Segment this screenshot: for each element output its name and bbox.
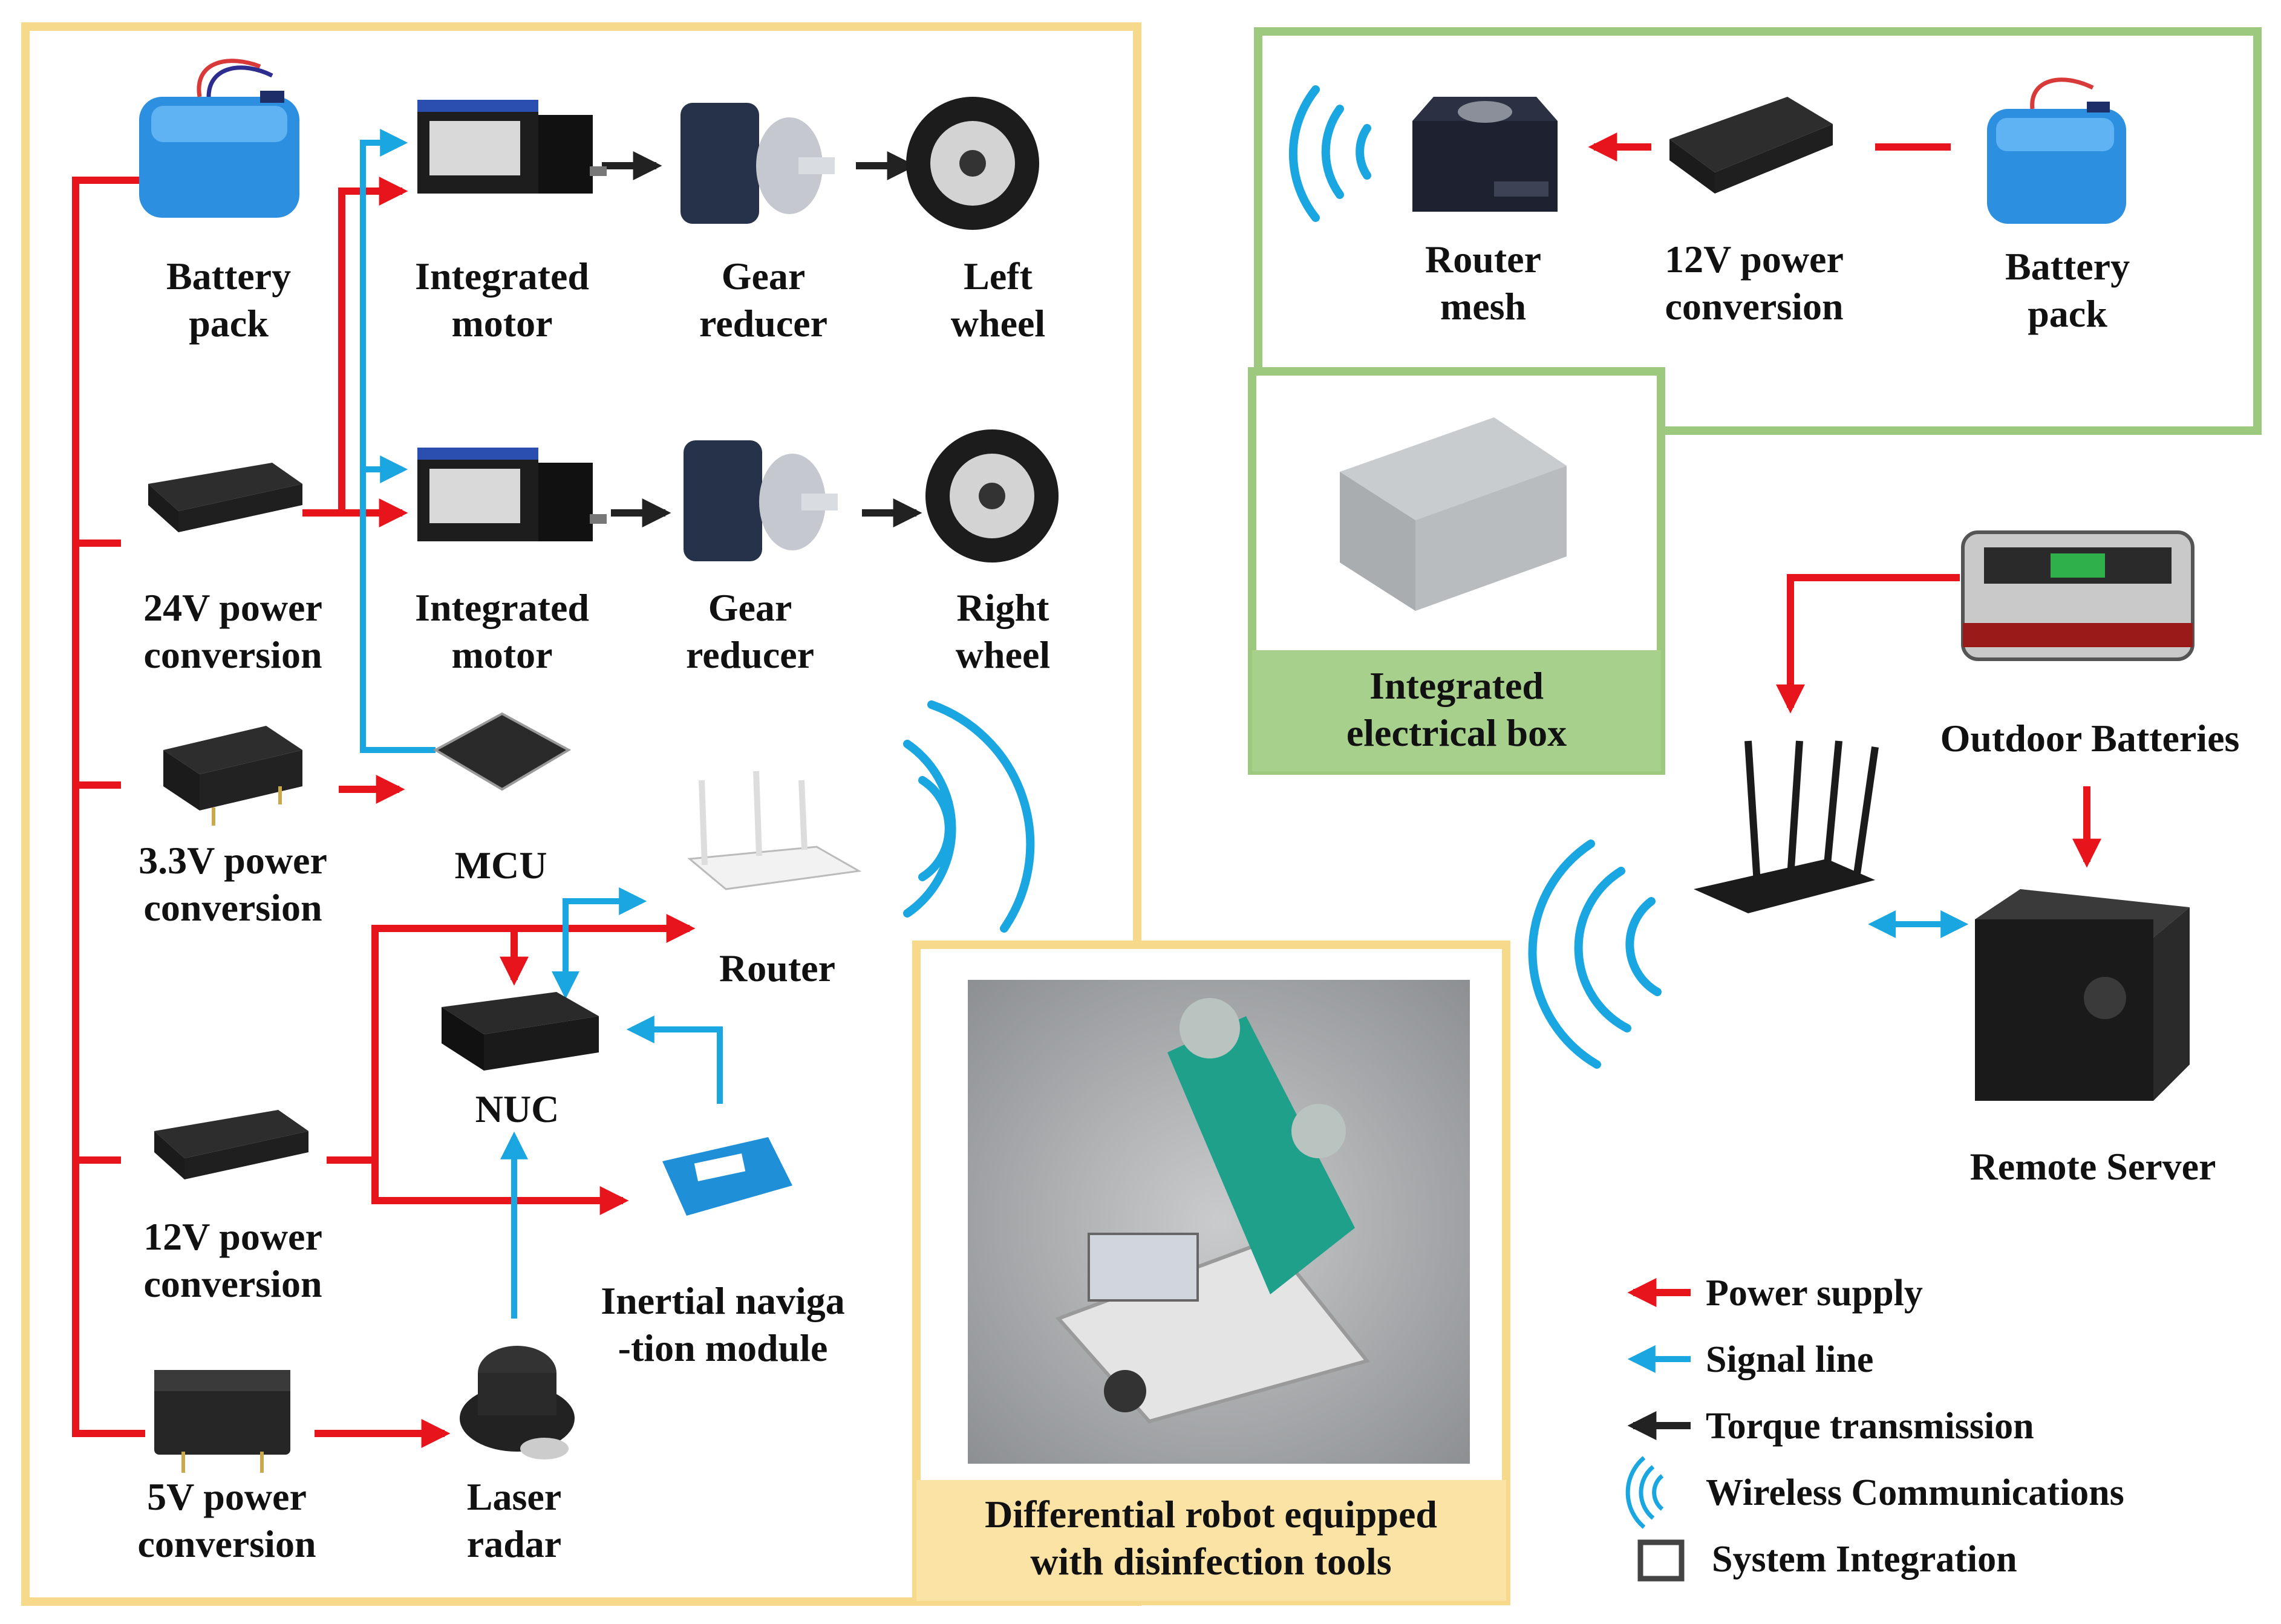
- router-mesh-label-line1: Router: [1425, 238, 1541, 281]
- wireless-icon: [1625, 1456, 1664, 1529]
- torque-lines: [602, 151, 922, 527]
- power-5v-label-line2: conversion: [137, 1522, 316, 1565]
- integration-frame: [1254, 27, 2262, 435]
- power-module-12v-integration-icon: [1669, 97, 1833, 194]
- power-24v-label-line2: conversion: [143, 633, 322, 676]
- wifi-router-remote-icon: [1694, 740, 1879, 913]
- outdoor-battery-icon: [1961, 530, 2195, 661]
- wireless-icon-remote: [1528, 840, 1662, 1069]
- mcu-chip-icon: [432, 712, 572, 791]
- battery-pack-int-label-line2: pack: [2028, 292, 2107, 335]
- wireless-icon-mesh: [1288, 85, 1371, 222]
- battery-pack-int-label-line1: Battery: [2005, 245, 2130, 288]
- gear-bottom-label-line2: reducer: [686, 633, 814, 676]
- legend-label-integration: System Integration: [1712, 1539, 2017, 1580]
- motor-bottom-label-line2: motor: [451, 633, 552, 676]
- electrical-box-label-line1: Integrated: [1369, 664, 1544, 707]
- motor-bottom-label-line1: Integrated: [415, 586, 589, 629]
- motor-bottom-icon: [417, 448, 607, 541]
- right-wheel-label-line1: Right: [957, 586, 1050, 629]
- gear-top-label-line1: Gear: [722, 255, 806, 298]
- router-mesh-icon: [1412, 97, 1558, 212]
- remote-labels: Outdoor Batteries Remote Server: [1940, 717, 2240, 1188]
- legend: Power supply Signal line Torque transmis…: [1625, 1273, 2124, 1582]
- battery-pack-icon: [139, 59, 299, 218]
- right-wheel-icon: [925, 429, 1059, 563]
- battery-pack-label-line2: pack: [189, 302, 269, 345]
- imu-label-line2: -tion module: [618, 1326, 828, 1369]
- router-icon: [687, 771, 862, 890]
- mcu-label: MCU: [455, 844, 547, 887]
- nuc-icon: [442, 992, 599, 1071]
- power-12v-int-label-line1: 12V power: [1665, 238, 1844, 281]
- left-wheel-label-line1: Left: [964, 255, 1033, 298]
- left-wheel-icon: [906, 97, 1039, 230]
- gear-reducer-bottom-icon: [684, 440, 838, 561]
- electrical-box-label-line2: electrical box: [1346, 711, 1567, 754]
- power-module-12v-icon: [154, 1110, 308, 1179]
- power-lines: [72, 132, 2101, 1448]
- power-3v3-label-line2: conversion: [143, 886, 322, 929]
- robot-caption-bg: [916, 1480, 1506, 1601]
- motor-top-label-line2: motor: [451, 302, 552, 345]
- router-label: Router: [719, 947, 835, 990]
- right-wheel-label-line2: wheel: [956, 633, 1050, 676]
- square-outline-icon: [1637, 1539, 1685, 1582]
- outdoor-batteries-label: Outdoor Batteries: [1940, 717, 2240, 760]
- laser-radar-label-line2: radar: [467, 1522, 561, 1565]
- robot-caption-line1: Differential robot equipped: [985, 1493, 1437, 1536]
- motor-top-label-line1: Integrated: [415, 255, 589, 298]
- robot-photo: [968, 980, 1470, 1464]
- gear-reducer-top-icon: [680, 103, 835, 224]
- power-12v-label-line1: 12V power: [143, 1215, 322, 1258]
- laser-radar-icon: [460, 1346, 575, 1459]
- robot-system-frame: [21, 22, 1141, 1606]
- battery-pack-integration-icon: [1987, 77, 2126, 224]
- legend-label-power: Power supply: [1706, 1273, 1923, 1314]
- imu-label-line1: Inertial naviga: [601, 1279, 845, 1322]
- motor-top-icon: [417, 100, 607, 194]
- gear-bottom-label-line1: Gear: [708, 586, 792, 629]
- power-12v-int-label-line2: conversion: [1665, 285, 1843, 328]
- signal-lines: [360, 129, 1969, 1319]
- remote-server-label: Remote Server: [1970, 1145, 2216, 1188]
- integration-labels: Router mesh 12V power conversion Battery…: [1346, 238, 2130, 754]
- robot-labels: Battery pack Integrated motor Gear reduc…: [137, 255, 1437, 1583]
- remote-server-icon: [1975, 889, 2190, 1101]
- power-module-3v3-icon: [163, 726, 302, 826]
- laser-radar-label-line1: Laser: [467, 1475, 561, 1518]
- power-module-5v-icon: [154, 1370, 290, 1473]
- left-wheel-label-line2: wheel: [951, 302, 1045, 345]
- router-mesh-label-line2: mesh: [1440, 285, 1526, 328]
- power-12v-label-line2: conversion: [143, 1262, 322, 1305]
- nuc-label: NUC: [475, 1088, 560, 1130]
- battery-pack-label-line1: Battery: [166, 255, 291, 298]
- power-24v-label-line1: 24V power: [143, 586, 322, 629]
- power-3v3-label-line1: 3.3V power: [139, 839, 327, 882]
- legend-label-signal: Signal line: [1706, 1339, 1873, 1380]
- gear-top-label-line2: reducer: [699, 302, 827, 345]
- power-module-24v-icon: [148, 463, 302, 532]
- electrical-box-caption-bg: [1252, 650, 1661, 771]
- robot-caption-line2: with disinfection tools: [1030, 1540, 1391, 1583]
- electrical-box-icon: [1340, 417, 1567, 611]
- legend-label-wireless: Wireless Communications: [1706, 1472, 2124, 1513]
- power-5v-label-line1: 5V power: [147, 1475, 307, 1518]
- wireless-icon-robot: [903, 700, 1035, 933]
- legend-label-torque: Torque transmission: [1706, 1406, 2034, 1447]
- imu-icon: [662, 1137, 792, 1216]
